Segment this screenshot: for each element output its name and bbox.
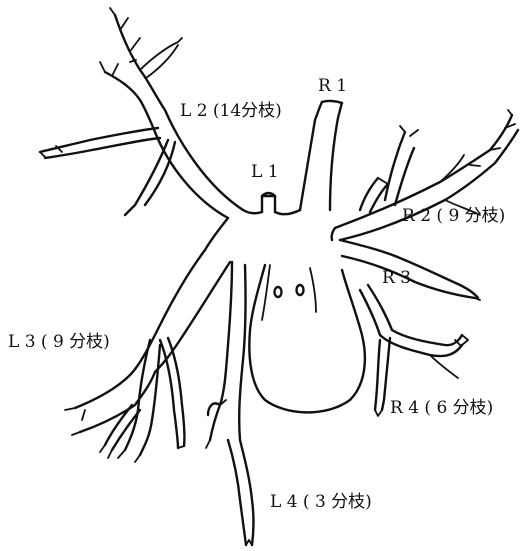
label-r1: R 1 xyxy=(318,78,347,95)
label-l1: L 1 xyxy=(251,164,279,181)
branch-r1 xyxy=(300,101,342,210)
label-r2: R 2 ( 9 分枝) xyxy=(402,208,505,225)
inner-loop xyxy=(249,265,365,412)
label-l2: L 2 (14分枝) xyxy=(180,103,282,120)
label-l4: L 4 ( 3 分枝) xyxy=(270,494,372,511)
label-r3: R 3 xyxy=(382,270,411,287)
branch-l3 xyxy=(65,250,230,462)
branch-l4 xyxy=(206,262,254,545)
branch-l1 xyxy=(262,193,275,212)
label-r4: R 4 ( 6 分枝) xyxy=(390,400,493,417)
branch-r4 xyxy=(360,285,468,416)
label-l3: L 3 ( 9 分枝) xyxy=(8,334,110,351)
